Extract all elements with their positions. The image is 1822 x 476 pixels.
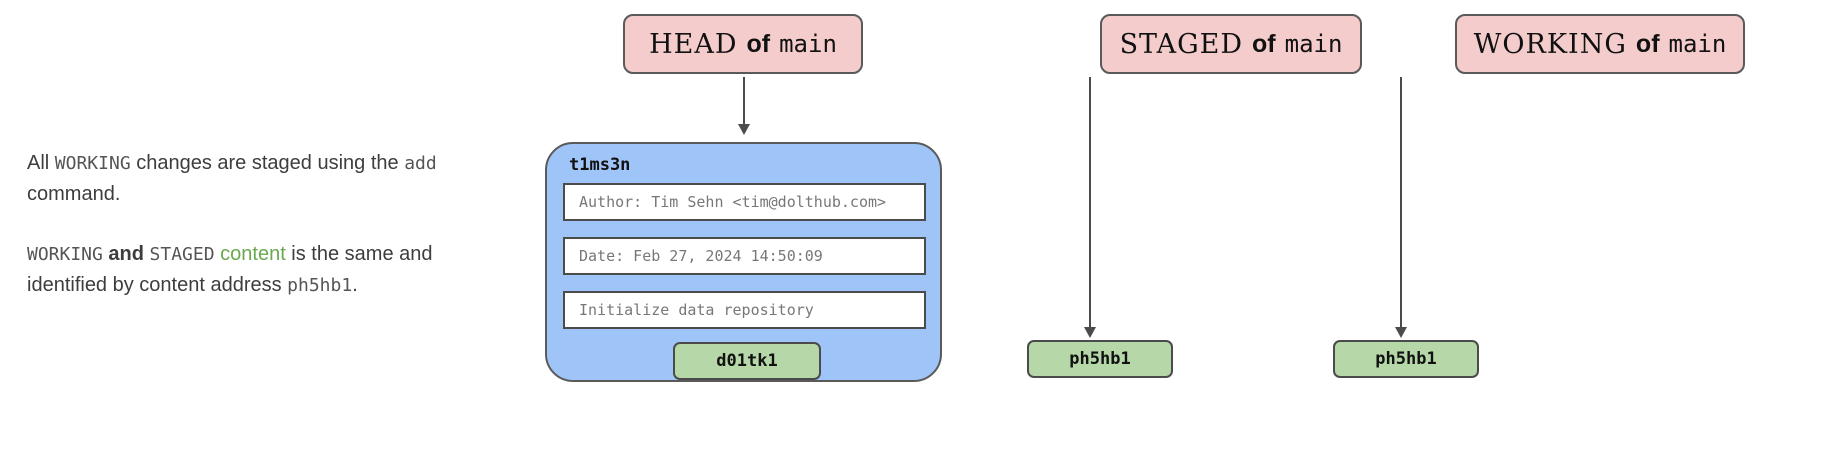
explanation-paragraph-2: WORKING and STAGED content is the same a… [27,239,517,301]
arrow-shaft [743,77,745,126]
commit-field-message: Initialize data repository [563,291,926,329]
paragraph2-highlight-content: content [220,243,286,265]
pointer-working-ref: WORKING [1473,28,1627,60]
pointer-box-head[interactable]: HEAD of main [623,14,863,74]
pointer-head-ref: HEAD [649,28,738,60]
paragraph2-mid: is the same and identified by content ad… [27,243,433,296]
pointer-staged-ref: STAGED [1119,28,1244,60]
paragraph1-term-add: add [404,153,437,174]
paragraph1-post: command. [27,183,121,205]
pointer-box-working[interactable]: WORKING of main [1455,14,1745,74]
arrow-shaft [1089,77,1091,329]
explanation-text: All WORKING changes are staged using the… [27,148,517,301]
commit-field-date: Date: Feb 27, 2024 14:50:09 [563,237,926,275]
commit-field-author: Author: Tim Sehn <tim@dolthub.com> [563,183,926,221]
commit-hash-label: t1ms3n [569,155,631,175]
paragraph2-post: . [352,274,358,296]
paragraph2-term-address: ph5hb1 [287,275,353,296]
paragraph2-term-staged: STAGED [149,244,215,265]
paragraph-spacer [27,209,517,239]
content-address-badge-working[interactable]: ph5hb1 [1333,340,1479,378]
arrowhead-icon [1395,327,1407,338]
paragraph2-term-working: WORKING [27,244,103,265]
pointer-working-branch: main [1668,30,1727,58]
commit-card[interactable]: t1ms3n Author: Tim Sehn <tim@dolthub.com… [545,142,942,382]
arrowhead-icon [1084,327,1096,338]
content-address-badge-staged[interactable]: ph5hb1 [1027,340,1173,378]
arrowhead-icon [738,124,750,135]
pointer-head-branch: main [779,30,837,58]
pointer-working-of: of [1635,29,1660,58]
commit-field-date-value: Date: Feb 27, 2024 14:50:09 [579,247,823,265]
explanation-paragraph-1: All WORKING changes are staged using the… [27,148,517,209]
pointer-staged-of: of [1252,29,1276,58]
paragraph1-term-working: WORKING [54,153,131,174]
pointer-staged-branch: main [1284,30,1343,58]
paragraph1-mid: changes are staged using the [130,152,405,174]
paragraph1-pre: All [27,152,55,174]
pointer-head-of: of [746,29,771,58]
commit-field-author-value: Author: Tim Sehn <tim@dolthub.com> [579,193,887,211]
content-address-badge-commit[interactable]: d01tk1 [673,342,821,380]
commit-field-message-value: Initialize data repository [579,301,814,319]
pointer-box-staged[interactable]: STAGED of main [1100,14,1362,74]
paragraph2-and-word: and [108,243,144,265]
arrow-shaft [1400,77,1402,329]
